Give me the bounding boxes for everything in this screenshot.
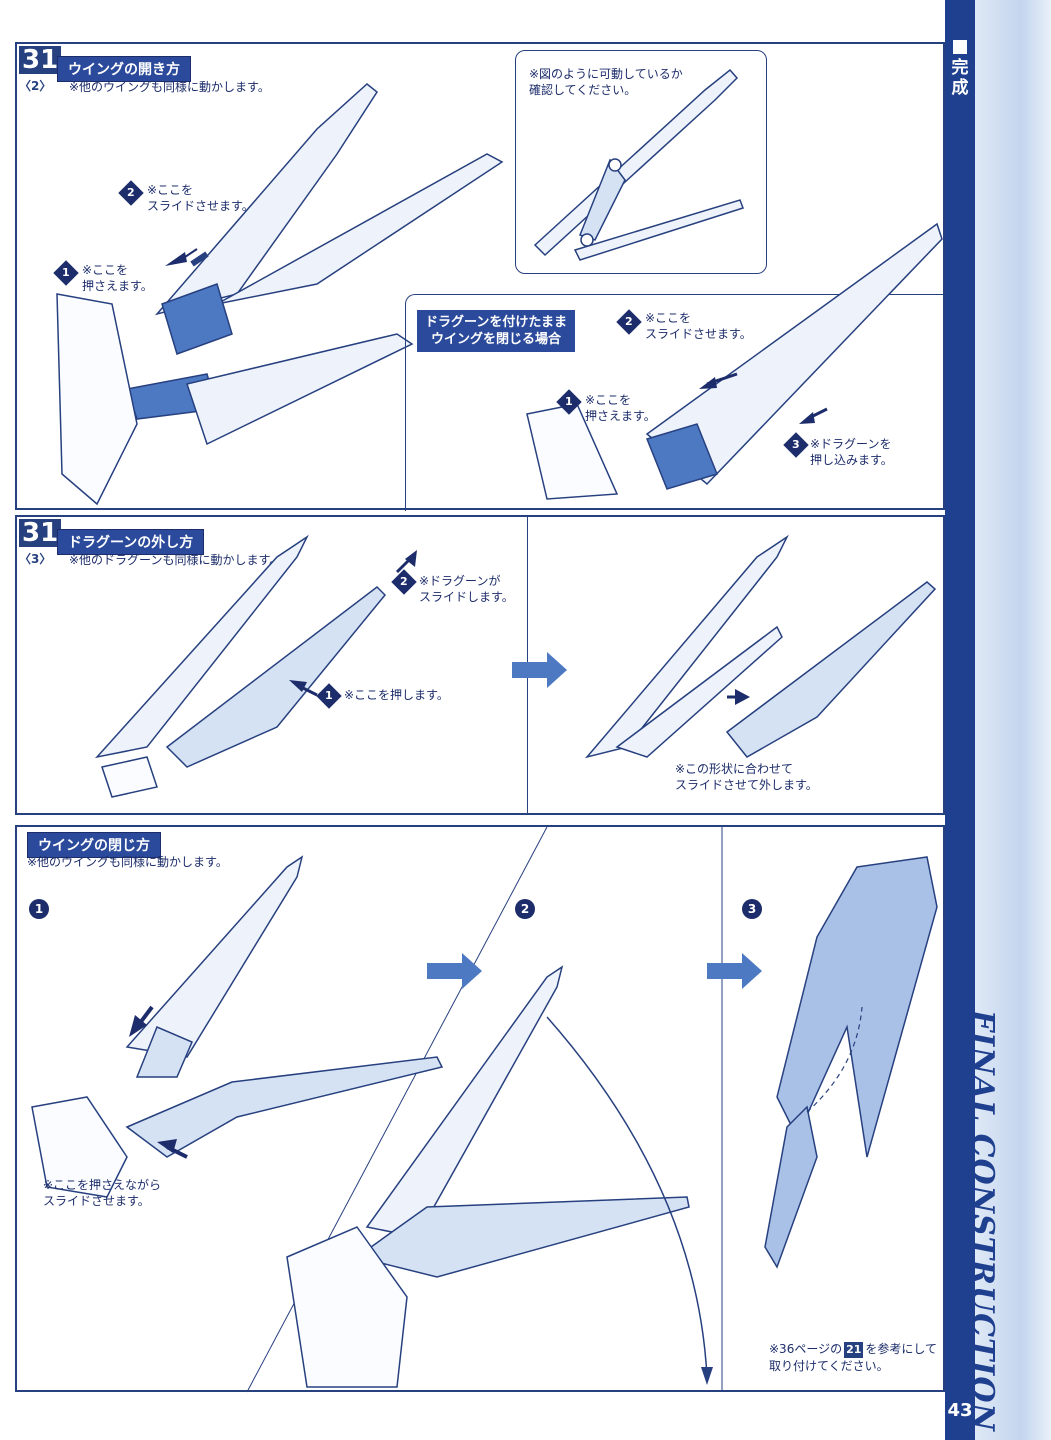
vertical-title: FINAL CONSTRUCTION: [965, 1010, 1000, 1432]
section-subnote: ※他のドラグーンも同様に動かします。: [69, 553, 282, 567]
step-arrow-2: [427, 953, 482, 989]
page-number: 43: [947, 1400, 973, 1421]
ref-note-prefix: ※36ページの: [769, 1342, 843, 1356]
close-step-2: 2: [515, 899, 535, 919]
inset-wing-illustration: [533, 68, 744, 261]
right-decorative-band: [975, 0, 1051, 1440]
callout-press-slide: ※ここを押さえながら スライドさせます。: [43, 1178, 162, 1208]
closing-with-dragoon-box: [405, 294, 946, 511]
inset-note: ※図のように可動しているか 確認してください。: [529, 67, 683, 97]
wing-close-illustration-3: [764, 856, 938, 1269]
chapter-title: 完成: [948, 40, 972, 98]
ref-step-badge: 21: [844, 1342, 864, 1358]
wing-close-illustration-2: [286, 965, 713, 1388]
section-subnote: ※他のウイングも同様に動かします。: [69, 80, 270, 94]
close-step-1: 1: [29, 899, 49, 919]
wing-open-illustration: [56, 83, 504, 506]
step-arrow-3: [707, 953, 762, 989]
section-title: ドラグーンの外し方: [57, 529, 205, 555]
dragoon-remove-illustration-2: [584, 534, 937, 759]
callout-slide: ※ここを スライドさせます。: [147, 183, 254, 213]
callout-slide: ※ドラグーンが スライドします。: [419, 574, 514, 604]
substep-number: 〈2〉: [19, 79, 52, 93]
section-dragoon-remove: 31 〈3〉 ドラグーンの外し方 ※他のドラグーンも同様に動かします。 1 ※こ…: [15, 515, 945, 815]
dragoon-remove-illustration-1: [94, 534, 417, 798]
callout-shape-guide: ※この形状に合わせて スライドさせて外します。: [675, 762, 818, 792]
box-callout-slide: ※ここを スライドさせます。: [645, 311, 752, 341]
section-title: ウイングの開き方: [57, 56, 191, 82]
closing-wing-illustration: [526, 222, 943, 500]
closing-box-title: ドラグーンを付けたまま ウイングを閉じる場合: [417, 310, 575, 352]
step-number: 31: [19, 46, 62, 74]
ref-note-suffix: を参考にして 取り付けてください。: [769, 1342, 938, 1373]
box-callout-press: ※ここを 押さえます。: [585, 393, 656, 423]
callout-press: ※ここを押します。: [344, 688, 449, 702]
step-number: 31: [19, 519, 62, 547]
close-step-3: 3: [742, 899, 762, 919]
wing-close-illustration-1: [31, 855, 444, 1198]
step-arrow: [512, 652, 567, 688]
section-title: ウイングの閉じ方: [27, 832, 161, 858]
callout-press: ※ここを 押さえます。: [82, 263, 153, 293]
box-callout-push: ※ドラグーンを 押し込みます。: [810, 437, 893, 467]
section-wing-open: 31 〈2〉 ウイングの開き方 ※他のウイングも同様に動かします。 ※図のように…: [15, 42, 946, 511]
section-wing-close: ウイングの閉じ方 ※他のウイングも同様に動かします。 1 2 3 ※ここを押さえ…: [15, 825, 945, 1393]
substep-number: 〈3〉: [19, 552, 52, 566]
section-subnote: ※他のウイングも同様に動かします。: [27, 855, 228, 869]
chapter-sidebar: [945, 0, 975, 1440]
